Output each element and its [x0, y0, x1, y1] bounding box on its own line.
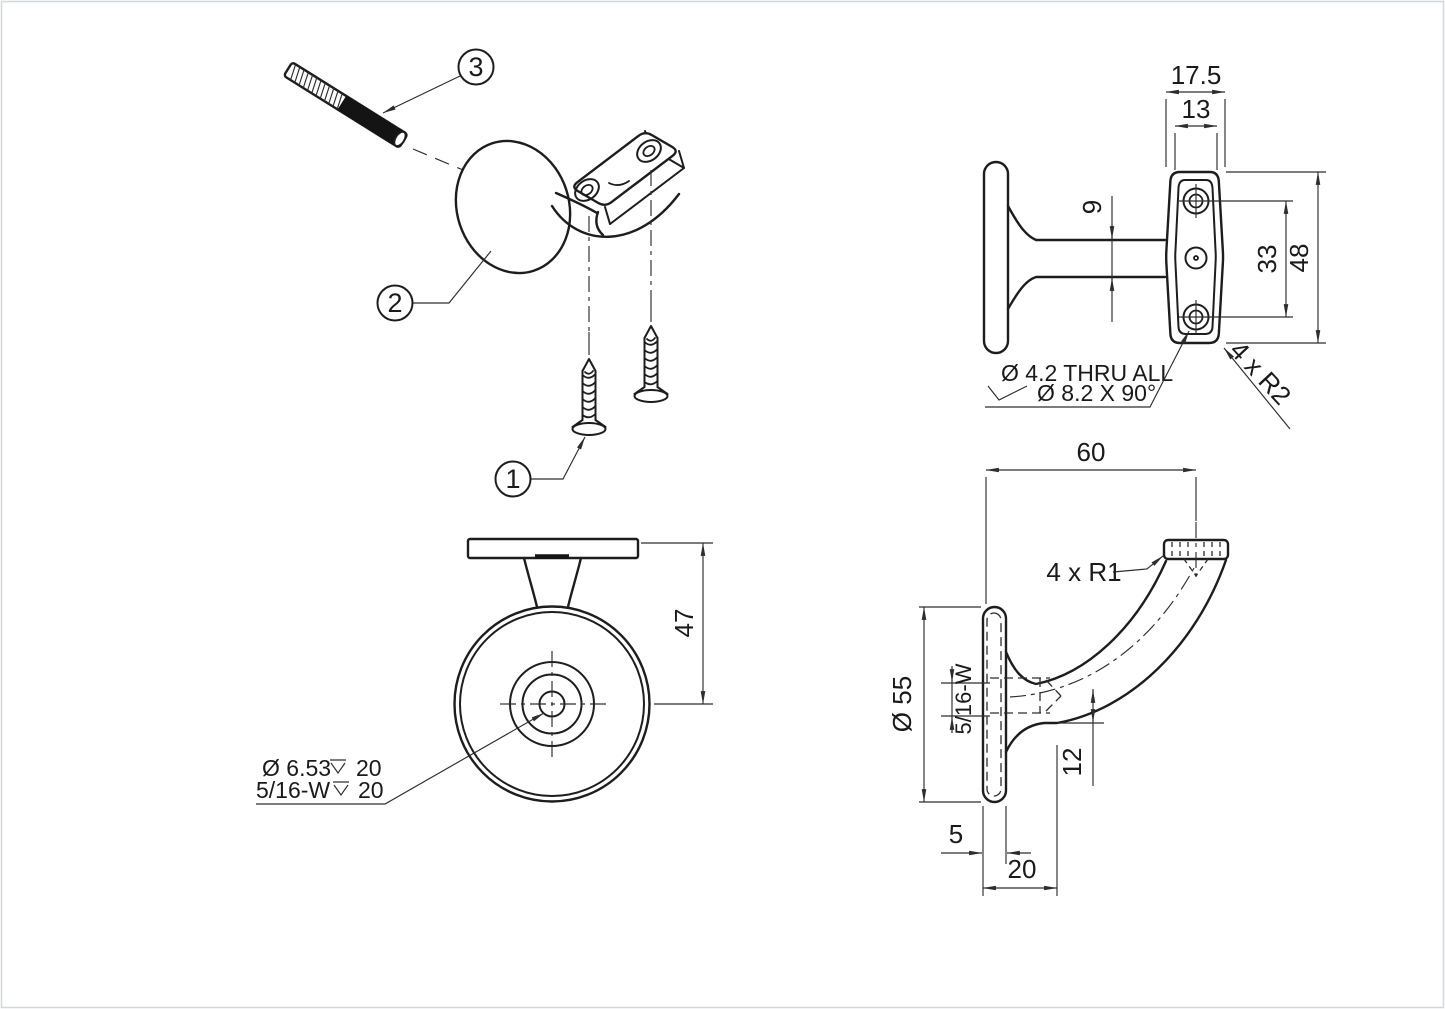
saddle-hidden-vee	[1183, 558, 1209, 577]
balloon-1-number: 1	[505, 464, 520, 494]
dim-48: 48	[1226, 171, 1326, 344]
wall-plate-profile	[982, 160, 1010, 355]
arm-outline	[1004, 558, 1228, 754]
thread-callout-thread: 5/16-W	[256, 777, 330, 803]
hanger-bolt	[283, 62, 408, 148]
dim-47-value: 47	[669, 609, 699, 638]
hole-callout-line2: Ø 8.2 X 90°	[1037, 380, 1156, 406]
bolt-axis-dashed-line	[412, 148, 464, 171]
dim-48-value: 48	[1284, 244, 1314, 273]
dim-47: 47	[641, 542, 713, 705]
thread-callout-dia: Ø 6.53	[262, 755, 331, 781]
dim-12: 12	[1057, 689, 1104, 786]
wood-screw-left	[571, 331, 607, 436]
dim-60-value: 60	[1077, 437, 1106, 467]
countersink-symbol-icon	[987, 385, 1028, 401]
thread-hole-hidden	[990, 677, 1062, 714]
saddle-plate-front	[1165, 170, 1225, 345]
bolt-end	[393, 130, 407, 148]
dim-60: 60	[985, 437, 1197, 604]
note-4xR2-text: 4 x R2	[1224, 335, 1297, 410]
dim-5-value: 5	[949, 819, 963, 849]
thread-callout-depth2: 20	[358, 777, 384, 803]
saddle-hole-center	[1184, 246, 1208, 270]
dim-13: 13	[1174, 94, 1218, 170]
note-4xR2: 4 x R2	[1223, 335, 1297, 430]
front-view: 17.5 13 9 33 48 4 x R2	[982, 60, 1326, 430]
plan-view: 47 Ø 6.53 20 5/16-W 20	[256, 537, 713, 805]
hole-callout-line1: Ø 4.2 THRU ALL	[1001, 360, 1173, 386]
bracket-arm-iso	[550, 191, 681, 238]
dim-12-value: 12	[1057, 748, 1087, 777]
dim-20: 20	[982, 745, 1058, 896]
dim-dia55-value: Ø 55	[887, 676, 917, 732]
saddle-hole-near	[574, 178, 600, 202]
balloon-2: 2	[376, 250, 492, 322]
stem-profile	[1006, 204, 1167, 311]
hole-callout: Ø 4.2 THRU ALL Ø 8.2 X 90°	[985, 330, 1190, 408]
handrail-end	[454, 139, 572, 275]
dim-17-5: 17.5	[1165, 60, 1226, 167]
note-4xR1: 4 x R1	[1046, 555, 1164, 587]
depth-symbol-icon	[330, 759, 346, 775]
dim-13-value: 13	[1182, 94, 1211, 124]
stem-taper	[522, 556, 583, 609]
bracket-saddle-iso	[573, 130, 685, 225]
dim-9-value: 9	[1077, 200, 1107, 214]
note-4xR1-text: 4 x R1	[1046, 557, 1121, 587]
saddle-hole-top	[1179, 184, 1213, 218]
saddle-side	[1162, 522, 1230, 577]
balloon-3-number: 3	[468, 52, 483, 82]
bolt-wood-thread	[337, 95, 404, 146]
exploded-view: 3 2 1	[283, 48, 685, 498]
dim-20-value: 20	[1008, 854, 1037, 884]
dim-thread: 5/16-W	[941, 663, 990, 734]
wood-screw-right	[633, 298, 669, 403]
balloon-2-number: 2	[387, 288, 402, 318]
dim-33: 33	[1212, 200, 1293, 318]
dim-9: 9	[1077, 196, 1115, 322]
thread-callout-leader	[256, 712, 545, 805]
countersink-edge-arc	[608, 180, 630, 186]
dim-33-value: 33	[1252, 245, 1282, 274]
saddle-hole-far	[636, 139, 662, 163]
wall-plate-face	[453, 605, 651, 803]
thread-callout-depth1: 20	[356, 755, 382, 781]
balloon-1: 1	[494, 436, 586, 498]
bolt-machine-thread	[289, 64, 343, 110]
saddle-hole-bottom	[1179, 300, 1213, 334]
dim-thread-label: 5/16-W	[951, 663, 976, 734]
wall-plate-side	[981, 605, 1008, 804]
hole-callout-leader	[985, 330, 1190, 408]
dim-17-5-value: 17.5	[1171, 60, 1222, 90]
dim-dia55: Ø 55	[887, 606, 981, 803]
balloon-3: 3	[382, 48, 495, 114]
side-view: 60 4 x R1 Ø 55 5/16-W 12	[887, 437, 1230, 896]
dim-5: 5	[941, 806, 1031, 896]
depth-symbol-icon	[333, 781, 349, 797]
plate-hidden-line	[986, 612, 1002, 797]
thread-callout: Ø 6.53 20 5/16-W 20	[256, 712, 545, 805]
